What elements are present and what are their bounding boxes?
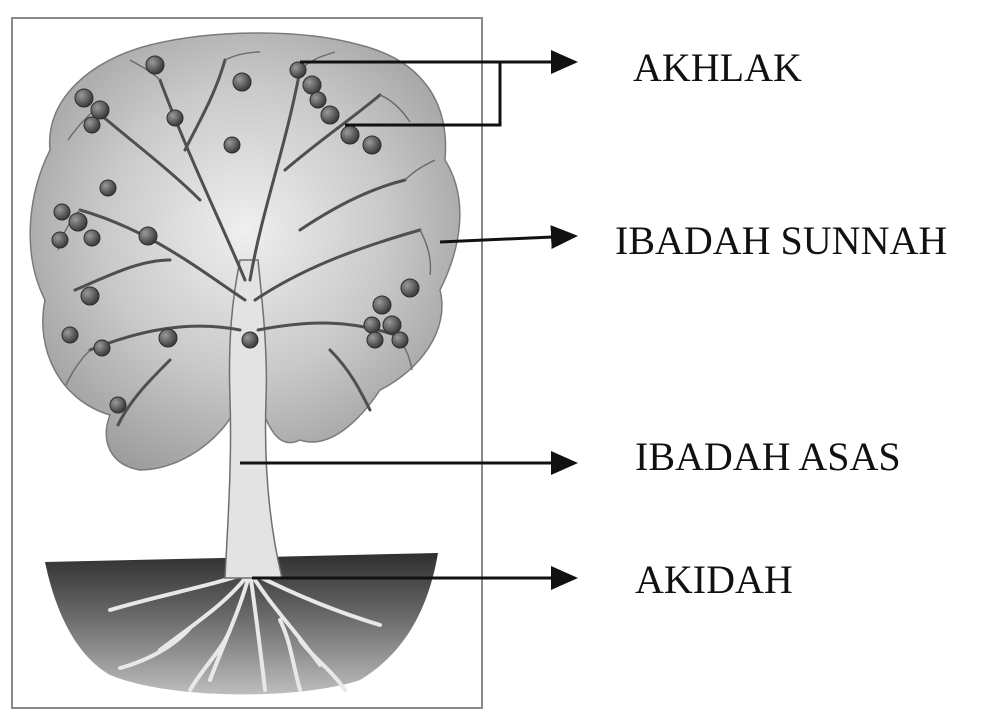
label-akhlak: AKHLAK	[633, 48, 802, 88]
label-ibadah-sunnah: IBADAH SUNNAH	[615, 221, 947, 261]
label-akidah: AKIDAH	[635, 560, 793, 600]
label-ibadah-asas: IBADAH ASAS	[635, 437, 901, 477]
